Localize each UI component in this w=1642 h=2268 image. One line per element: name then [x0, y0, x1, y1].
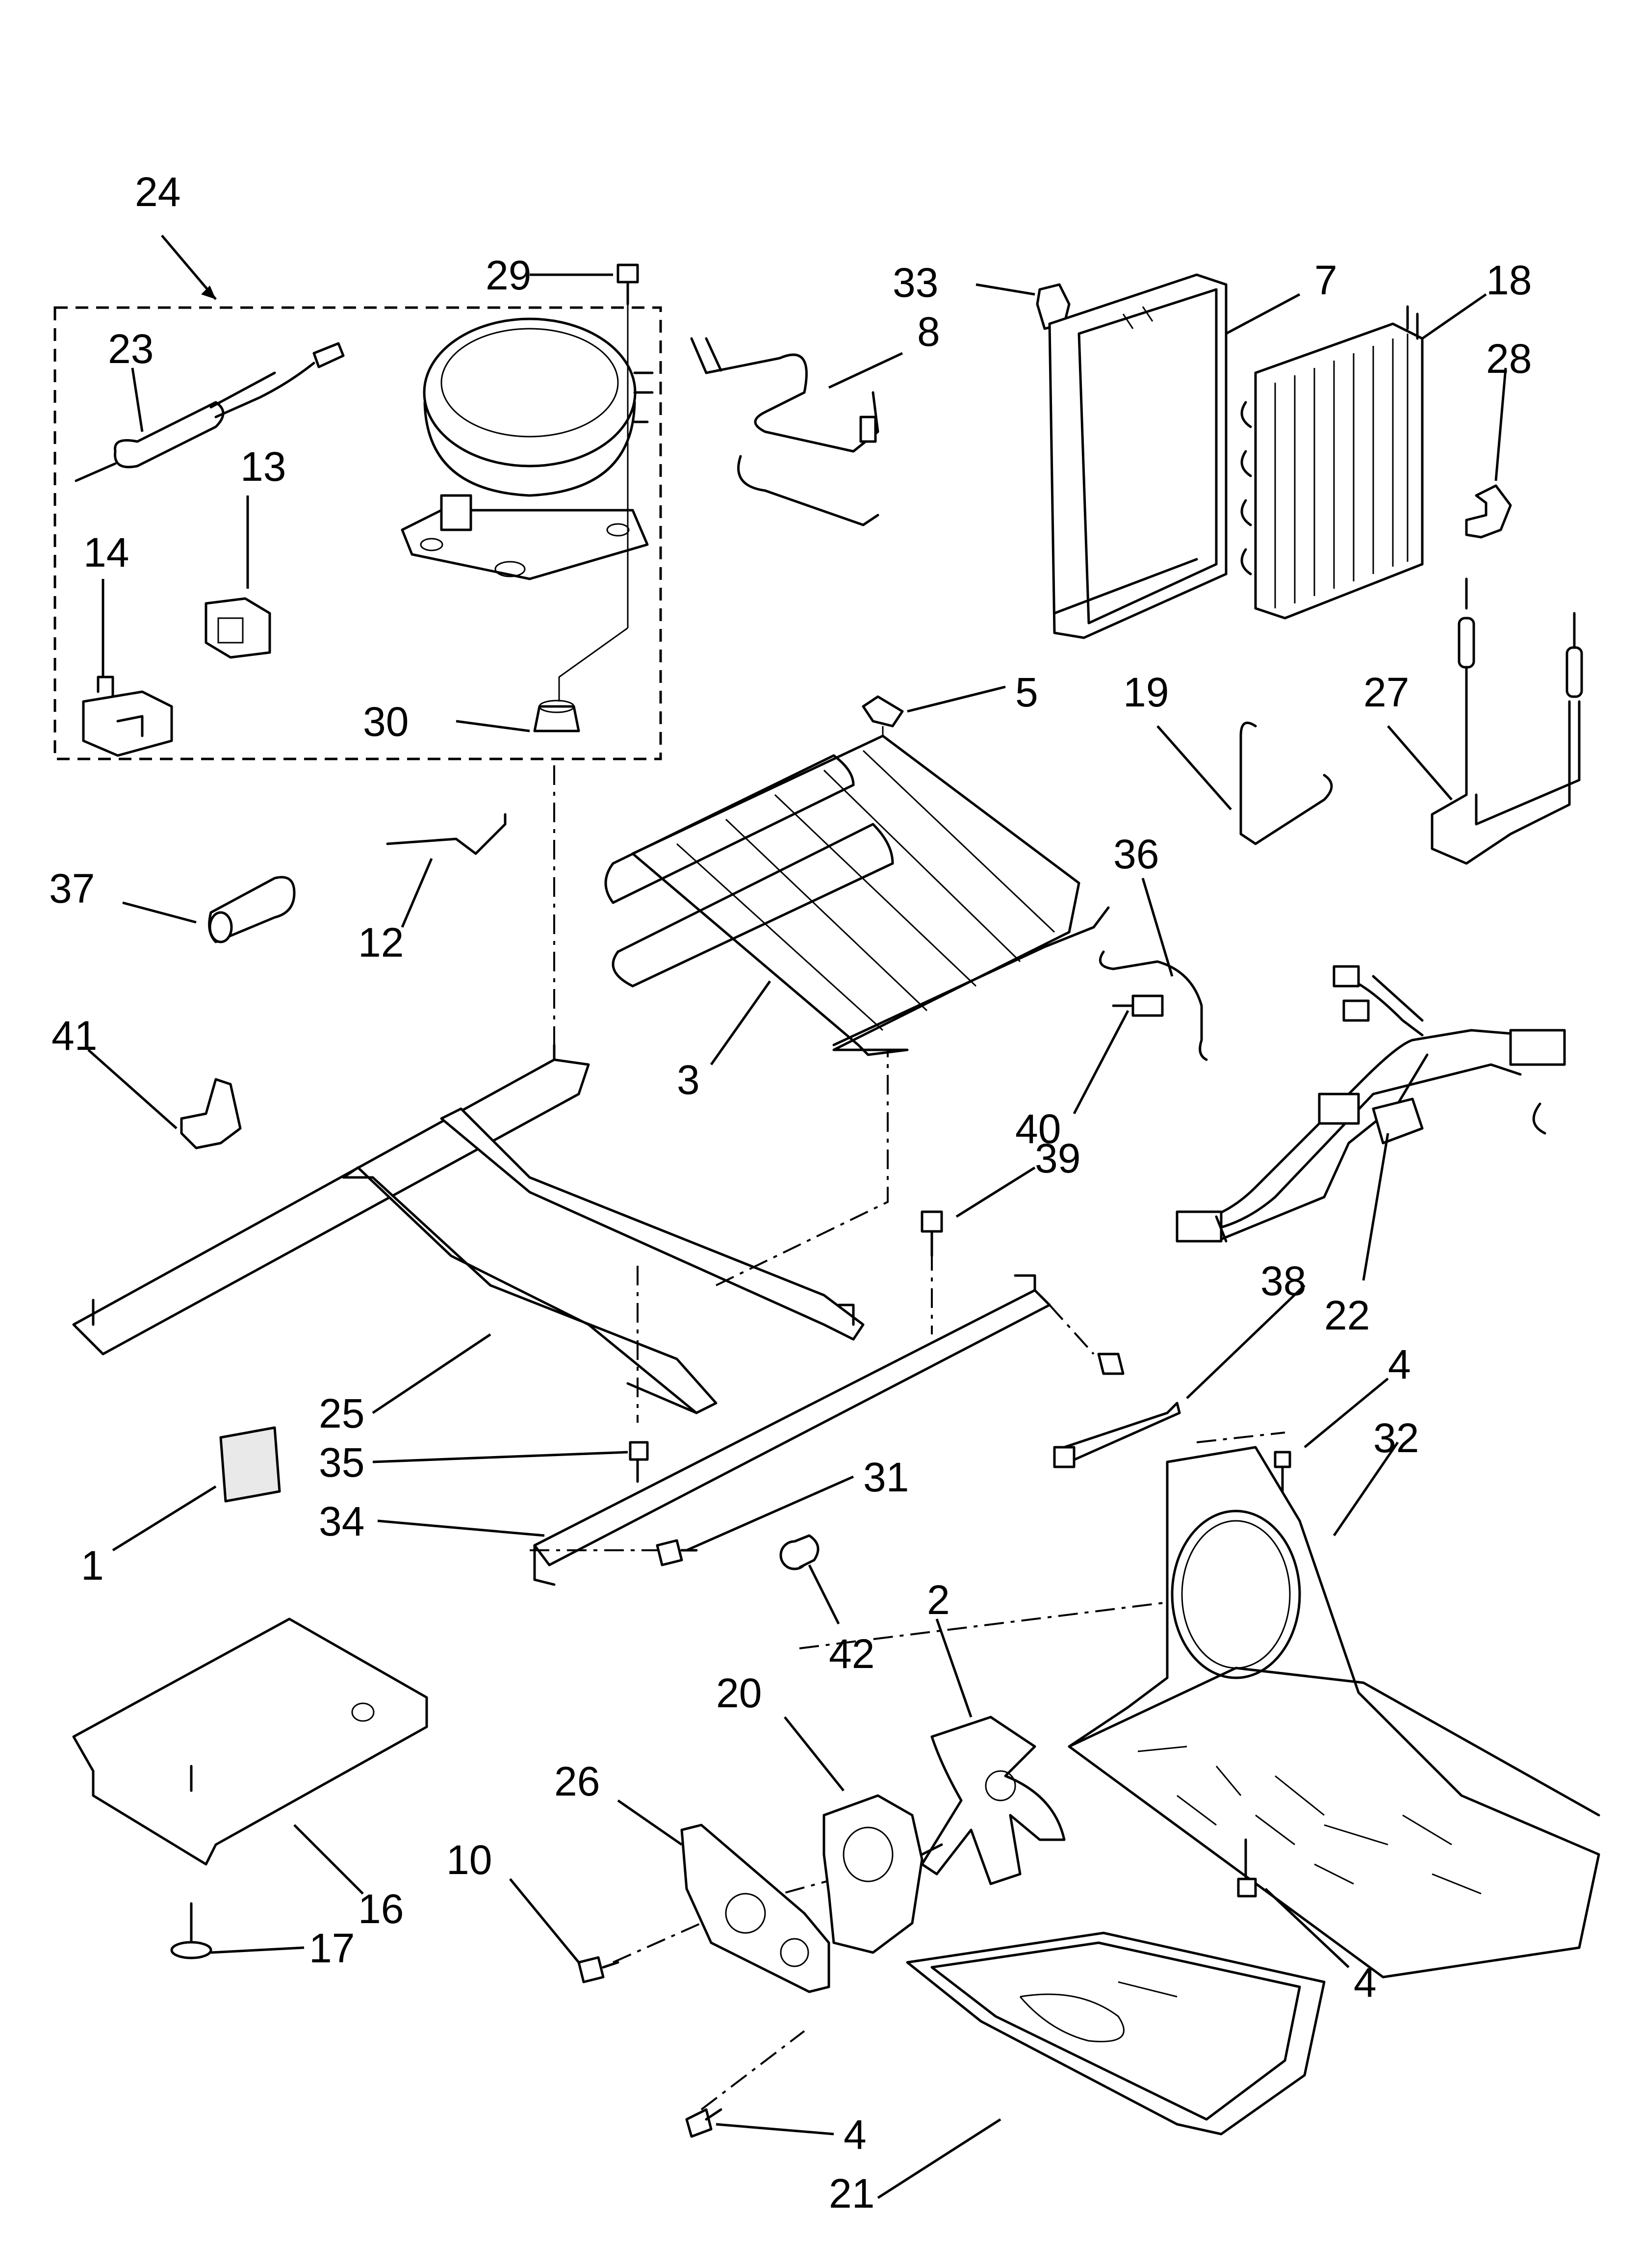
callout-25: 25 [319, 1390, 364, 1436]
callout-4-right: 4 [1354, 1959, 1377, 2006]
callout-21: 21 [829, 2170, 874, 2216]
screw-31 [656, 1539, 698, 1566]
drier-23 [75, 342, 345, 482]
wire-19 [1239, 721, 1333, 845]
relay-13 [205, 597, 271, 659]
shroud-7 [1048, 273, 1228, 639]
callout-26: 26 [554, 1758, 600, 1804]
drain-pan-21 [906, 1931, 1326, 2136]
callout-22: 22 [1324, 1292, 1370, 1338]
bracket-28 [1465, 484, 1512, 539]
callout-10: 10 [446, 1837, 492, 1883]
clip-5 [862, 695, 904, 728]
callout-36: 36 [1113, 831, 1159, 877]
frame-25 [72, 1043, 865, 1414]
screw-29 [616, 263, 639, 306]
crossbar-34 [533, 1274, 1051, 1586]
callout-29: 29 [486, 252, 531, 298]
callout-8: 8 [917, 309, 940, 355]
wire-12 [386, 813, 507, 855]
clip-41 [180, 1078, 242, 1149]
screw-39 [921, 1210, 943, 1257]
screw-10 [577, 1956, 619, 1983]
harness-22 [1176, 965, 1566, 1243]
callout-3: 3 [677, 1057, 700, 1103]
foam-37 [208, 876, 296, 943]
callout-28: 28 [1486, 336, 1532, 382]
screw-4c [685, 2108, 722, 2138]
callout-4-bottom: 4 [844, 2112, 867, 2158]
fan-blade-2 [921, 1716, 1066, 1885]
wire-36 [1099, 950, 1208, 1061]
callout-20: 20 [716, 1670, 762, 1716]
callout-17: 17 [309, 1925, 355, 1971]
fan-motor-20 [822, 1794, 943, 1954]
pad-1 [219, 1426, 281, 1503]
callout-31: 31 [863, 1454, 909, 1500]
callout-37: 37 [49, 865, 95, 912]
callout-35: 35 [319, 1439, 364, 1486]
tube-8 [690, 337, 879, 526]
callout-16: 16 [358, 1886, 404, 1932]
callout-14: 14 [83, 529, 129, 575]
pushpin-17 [170, 1902, 212, 1959]
evaporator-3 [604, 734, 1110, 1056]
callout-32: 32 [1373, 1415, 1419, 1461]
screw-4a [1274, 1451, 1291, 1493]
callout-24: 24 [135, 169, 180, 215]
callout-1: 1 [81, 1542, 104, 1589]
callout-40: 40 [1015, 1106, 1061, 1152]
compressor-kit-boundary [53, 306, 662, 760]
callout-41: 41 [51, 1013, 97, 1059]
tube-27 [1431, 577, 1583, 865]
callout-33: 33 [893, 260, 938, 306]
callout-34: 34 [319, 1498, 364, 1544]
callout-2: 2 [927, 1577, 950, 1623]
callout-18: 18 [1486, 257, 1532, 303]
shroud-32 [1068, 1446, 1600, 1979]
condenser-coil-18 [1240, 305, 1424, 620]
screw-31b [1097, 1353, 1125, 1375]
callout-42: 42 [829, 1631, 874, 1677]
screw-40 [1112, 994, 1164, 1017]
grommet-30 [533, 700, 580, 732]
callout-19: 19 [1123, 669, 1169, 715]
callout-13: 13 [240, 443, 286, 490]
callout-12: 12 [358, 919, 404, 965]
callout-39: 39 [1035, 1135, 1080, 1181]
callout-30: 30 [363, 699, 409, 745]
bushing-42 [779, 1534, 820, 1570]
cover-16 [72, 1617, 428, 1866]
callout-27: 27 [1363, 669, 1409, 715]
callout-23: 23 [108, 326, 154, 372]
callout-labels: 24 29 23 13 14 30 33 8 7 18 28 5 19 27 3… [49, 169, 1532, 2216]
callout-38: 38 [1260, 1258, 1306, 1304]
callout-5: 5 [1015, 669, 1038, 715]
bracket-26 [680, 1824, 830, 1993]
callout-4-top: 4 [1388, 1341, 1411, 1387]
leaders [87, 235, 1507, 2199]
screw-4b [1237, 1838, 1257, 1898]
cable-tie-38 [1053, 1402, 1181, 1468]
callout-7: 7 [1314, 257, 1337, 303]
compressor [401, 317, 654, 580]
screw-35 [629, 1441, 649, 1483]
overload-14 [82, 676, 173, 757]
